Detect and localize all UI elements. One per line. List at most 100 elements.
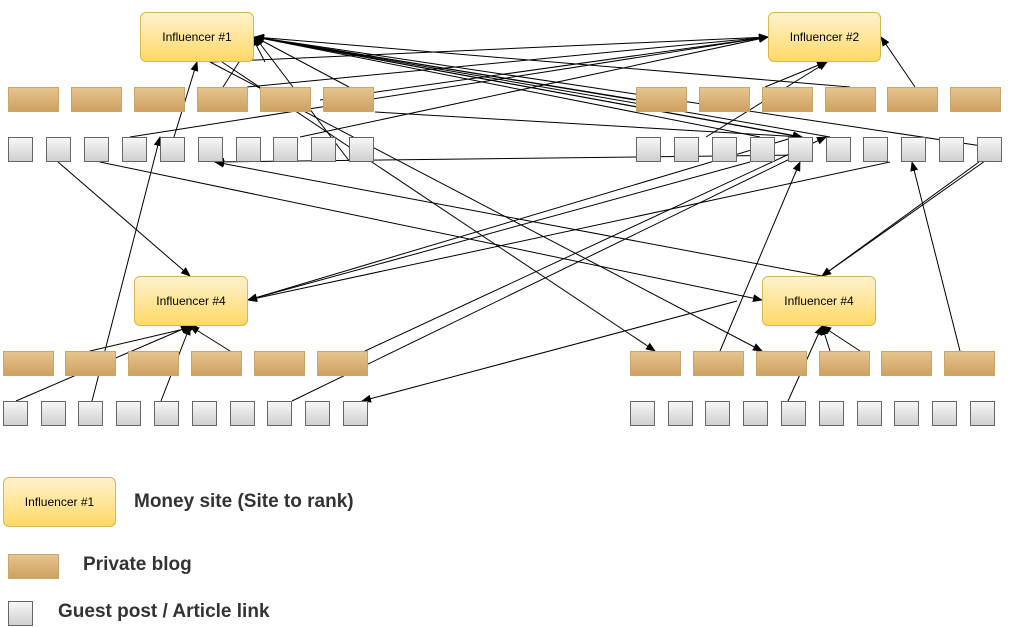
link-arrow [254, 34, 831, 138]
guest-post [8, 137, 33, 162]
private-blog [950, 87, 1001, 112]
private-blog [128, 351, 179, 376]
influencer-2-node: Influencer #2 [768, 12, 881, 62]
link-arrow [247, 136, 796, 302]
guest-post [894, 401, 919, 426]
guest-post [122, 137, 147, 162]
guest-post [630, 401, 655, 426]
link-arrow [764, 61, 827, 88]
guest-post [236, 137, 261, 162]
link-arrow [821, 148, 1003, 277]
link-arrow [719, 161, 801, 352]
guest-post [160, 137, 185, 162]
guest-post [78, 401, 103, 426]
link-arrow [173, 61, 199, 138]
guest-post [46, 137, 71, 162]
guest-post [712, 137, 737, 162]
guest-post [311, 137, 336, 162]
guest-post [970, 401, 995, 426]
guest-post [781, 401, 806, 426]
guest-post [863, 137, 888, 162]
link-arrow [254, 34, 1003, 150]
link-arrow [254, 34, 761, 138]
guest-post [343, 401, 368, 426]
legend-private-blog-label: Private blog [83, 554, 192, 575]
influencer-3-node: Influencer #4 [134, 276, 248, 326]
guest-post [932, 401, 957, 426]
private-blog [3, 351, 54, 376]
legend-guest-post-swatch [8, 601, 33, 626]
private-blog [317, 351, 368, 376]
legend-money-site-swatch: Influencer #1 [3, 477, 116, 527]
link-arrow [254, 33, 851, 88]
guest-post [116, 401, 141, 426]
link-arrow [247, 161, 751, 302]
influencer-4-node: Influencer #4 [762, 276, 876, 326]
guest-post [3, 401, 28, 426]
private-blog [693, 351, 744, 376]
private-blog [699, 87, 750, 112]
link-arrow [299, 34, 769, 138]
guest-post [305, 401, 330, 426]
guest-post [273, 137, 298, 162]
link-arrow [189, 325, 231, 352]
legend-money-site-label: Money site (Site to rank) [134, 491, 354, 512]
private-blog [630, 351, 681, 376]
private-blog [191, 351, 242, 376]
guest-post [636, 137, 661, 162]
guest-post [826, 137, 851, 162]
link-arrow [246, 33, 769, 88]
link-arrow [319, 34, 769, 101]
guest-post [743, 401, 768, 426]
guest-post [668, 401, 693, 426]
private-blog [756, 351, 807, 376]
guest-post [705, 401, 730, 426]
link-arrow [880, 36, 916, 88]
link-arrow [247, 161, 891, 303]
private-blog [944, 351, 995, 376]
guest-post [939, 137, 964, 162]
guest-post [977, 137, 1002, 162]
private-blog [825, 87, 876, 112]
guest-post [192, 401, 217, 426]
guest-post [788, 137, 813, 162]
guest-post [84, 137, 109, 162]
legend-guest-post-label: Guest post / Article link [58, 601, 270, 622]
link-arrow [291, 154, 799, 402]
guest-post [819, 401, 844, 426]
guest-post [198, 137, 223, 162]
private-blog [65, 351, 116, 376]
guest-post [750, 137, 775, 162]
guest-post [901, 137, 926, 162]
guest-post [674, 137, 699, 162]
link-arrow [361, 300, 738, 403]
private-blog [887, 87, 938, 112]
private-blog [71, 87, 122, 112]
link-arrow [129, 34, 769, 138]
private-blog [254, 351, 305, 376]
link-arrow [374, 111, 803, 141]
link-arrow [821, 325, 861, 352]
private-blog [197, 87, 248, 112]
link-arrow [57, 161, 191, 277]
link-arrow [99, 161, 763, 303]
guest-post [857, 401, 882, 426]
private-blog [134, 87, 185, 112]
private-blog [819, 351, 870, 376]
legend-private-blog-swatch [8, 554, 59, 579]
guest-post [349, 137, 374, 162]
private-blog [636, 87, 687, 112]
influencer-1-node: Influencer #1 [140, 12, 254, 62]
guest-post [230, 401, 255, 426]
link-arrow [254, 36, 803, 140]
private-blog [8, 87, 59, 112]
private-blog [881, 351, 932, 376]
private-blog [260, 87, 311, 112]
link-arrow [214, 159, 823, 277]
link-arrow [210, 33, 769, 63]
guest-post [41, 401, 66, 426]
link-arrow [364, 136, 827, 352]
link-arrow [820, 325, 831, 352]
